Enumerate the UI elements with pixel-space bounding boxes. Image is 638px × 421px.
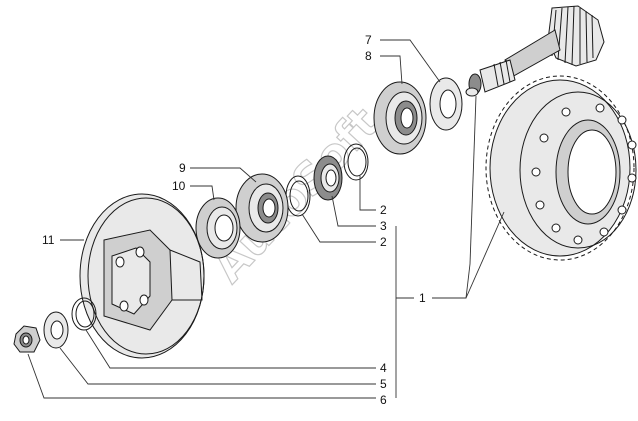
callout-labels: 7 8 9 10 11 2 3 2 1 4 5 6 <box>42 33 426 407</box>
svg-text:AutoSoft: AutoSoft <box>203 98 389 293</box>
leader-lines <box>27 39 505 399</box>
pinion-shaft <box>465 5 605 97</box>
roller-bearing <box>313 155 343 201</box>
callout-6: 6 <box>380 393 387 407</box>
callout-11: 11 <box>42 233 55 247</box>
callout-10-label: 10 <box>172 179 186 193</box>
ring-gear <box>485 75 637 261</box>
hex-nut <box>13 325 41 353</box>
spacer-washer <box>429 77 463 131</box>
oil-seal <box>195 197 241 259</box>
o-ring <box>71 297 97 331</box>
callout-8: 8 <box>365 49 372 63</box>
callout-5: 5 <box>380 377 387 391</box>
snap-ring-upper <box>343 143 369 181</box>
callout-3: 3 <box>380 219 387 233</box>
callout-7: 7 <box>365 33 372 47</box>
callout-1: 1 <box>419 291 426 305</box>
washer <box>43 311 69 349</box>
callout-9-label: 9 <box>179 161 186 175</box>
bearing-inner <box>235 173 289 243</box>
callout-2-lower: 2 <box>380 235 387 249</box>
callout-4: 4 <box>380 361 387 375</box>
brake-disc <box>79 193 205 359</box>
callout-2-upper: 2 <box>380 203 387 217</box>
bearing-outer <box>373 81 427 155</box>
watermark: AutoSoft <box>202 97 390 293</box>
